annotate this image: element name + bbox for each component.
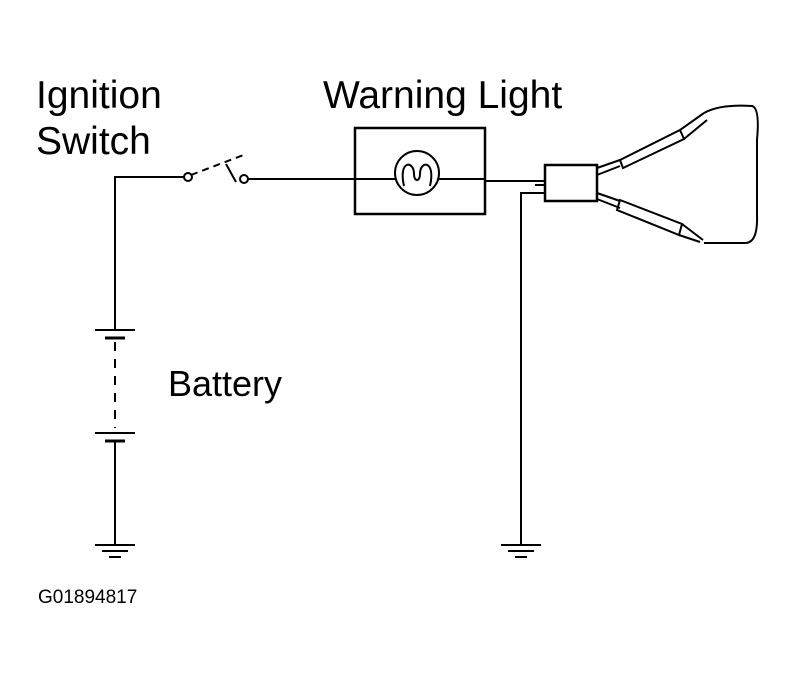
probe-leads [597,106,758,243]
ground-symbol-right [501,545,541,557]
wire-battery-to-switch [115,177,188,330]
ignition-switch-label-line2: Switch [36,120,151,163]
warning-light-symbol [355,128,485,214]
wire-connector-to-ground [521,193,545,545]
figure-code: G01894817 [38,587,138,608]
battery-symbol [95,330,135,545]
ignition-switch-label-line1: Ignition [36,74,162,117]
connector-symbol [535,165,597,201]
ground-symbol-left [95,545,135,557]
warning-light-label: Warning Light [323,74,563,117]
ignition-switch-symbol [184,154,248,183]
battery-label: Battery [168,363,283,404]
